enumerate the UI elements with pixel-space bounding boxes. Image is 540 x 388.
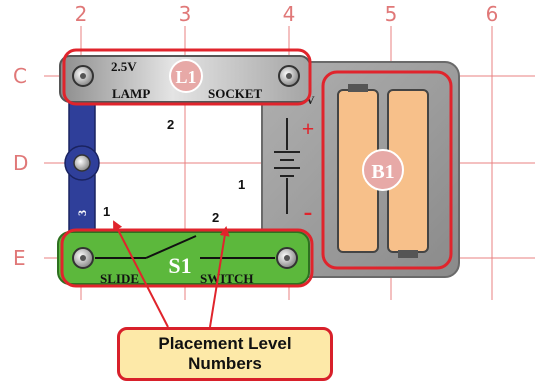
- callout-line-2: Numbers: [188, 354, 262, 373]
- lamp-name-left: LAMP: [112, 86, 150, 101]
- lamp-label: L1: [175, 67, 196, 87]
- slide-switch-s1: [57, 228, 314, 288]
- lamp-voltage: 2.5V: [111, 59, 137, 74]
- level-number-battery: 1: [238, 177, 245, 192]
- column-label-5: 5: [385, 2, 398, 26]
- lamp-name-right: SOCKET: [208, 86, 263, 101]
- battery-minus-sign: -: [304, 197, 313, 226]
- wire-label: 3: [75, 210, 89, 216]
- row-label-d: D: [13, 151, 28, 175]
- switch-label: S1: [168, 253, 191, 278]
- battery-plus-sign: +: [302, 116, 315, 141]
- level-number-switch-left: 1: [103, 204, 110, 219]
- row-label-c: C: [13, 64, 27, 88]
- battery-badge: [362, 149, 404, 191]
- level-number-lamp: 2: [167, 117, 174, 132]
- row-label-e: E: [13, 246, 26, 270]
- placement-level-callout: Placement Level Numbers: [117, 327, 333, 381]
- column-label-4: 4: [283, 2, 296, 26]
- level-number-switch-right: 2: [212, 210, 219, 225]
- battery-label: B1: [371, 161, 394, 183]
- column-label-3: 3: [179, 2, 192, 26]
- callout-line-1: Placement Level: [158, 334, 292, 353]
- lamp-socket-l1: [59, 48, 312, 106]
- switch-name-right: SWITCH: [200, 271, 253, 286]
- column-label-2: 2: [75, 2, 88, 26]
- switch-name-left: SLIDE: [100, 271, 139, 286]
- battery-holder-b1: [261, 61, 460, 278]
- callout-arrow-right: [209, 226, 230, 328]
- callout-arrow-left: [113, 220, 169, 328]
- column-label-6: 6: [486, 2, 499, 26]
